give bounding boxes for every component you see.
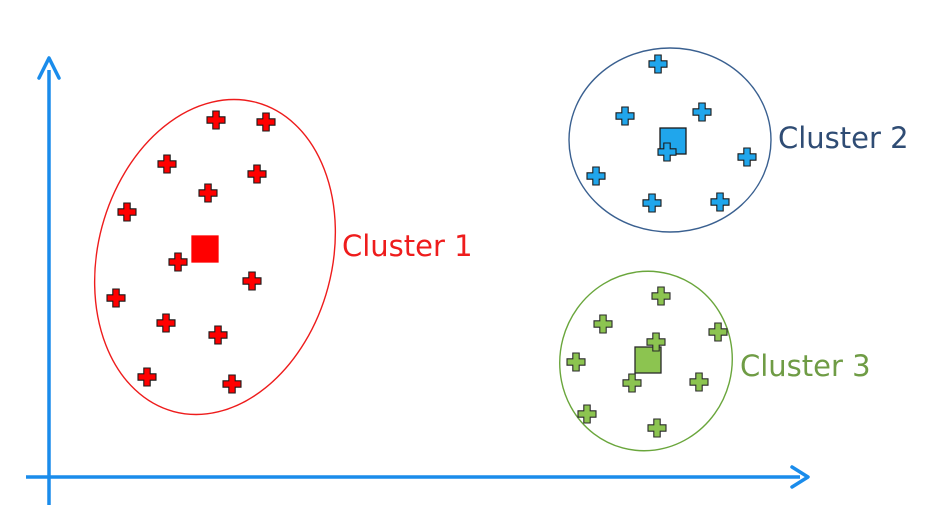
cluster-1-point-plus-icon xyxy=(137,367,157,387)
cluster-3-point-plus-icon xyxy=(593,314,613,334)
cluster-3-point-plus-icon xyxy=(647,418,667,438)
cluster-1-point-plus-icon xyxy=(256,112,276,132)
cluster-1-group: Cluster 1 xyxy=(93,98,473,416)
cluster-3-point-plus-icon xyxy=(689,372,709,392)
cluster-1-points xyxy=(106,110,276,394)
cluster-1-point-plus-icon xyxy=(208,325,228,345)
cluster-1-point-plus-icon xyxy=(198,183,218,203)
cluster-3-point-plus-icon xyxy=(622,373,642,393)
cluster-3-point-plus-icon xyxy=(708,322,728,342)
cluster-2-point-plus-icon xyxy=(642,193,662,213)
cluster-1-point-plus-icon xyxy=(106,288,126,308)
cluster-3-group: Cluster 3 xyxy=(559,270,871,452)
cluster-1-point-plus-icon xyxy=(206,110,226,130)
cluster-1-point-plus-icon xyxy=(222,374,242,394)
cluster-1-point-plus-icon xyxy=(168,252,188,272)
x-axis-arrow-head-icon xyxy=(790,465,810,489)
cluster-2-point-plus-icon xyxy=(648,54,668,74)
cluster-1-label: Cluster 1 xyxy=(342,229,473,263)
cluster-1-centroid-square-icon xyxy=(191,235,219,263)
cluster-2-point-plus-icon xyxy=(586,166,606,186)
cluster-1-point-plus-icon xyxy=(117,202,137,222)
cluster-2-boundary xyxy=(568,47,772,233)
cluster-2-point-plus-icon xyxy=(710,192,730,212)
y-axis-arrow-head-icon xyxy=(37,56,61,80)
axes xyxy=(26,56,810,505)
cluster-2-group: Cluster 2 xyxy=(568,47,909,233)
cluster-1-point-plus-icon xyxy=(157,154,177,174)
cluster-3-point-plus-icon xyxy=(566,352,586,372)
cluster-1-point-plus-icon xyxy=(242,271,262,291)
cluster-3-label: Cluster 3 xyxy=(740,349,871,383)
cluster-2-point-plus-icon xyxy=(737,147,757,167)
cluster-2-point-plus-icon xyxy=(615,106,635,126)
cluster-1-boundary xyxy=(93,98,337,416)
cluster-1-centroid xyxy=(191,235,219,263)
cluster-2-label: Cluster 2 xyxy=(778,121,909,155)
cluster-3-point-plus-icon xyxy=(651,286,671,306)
cluster-1-point-plus-icon xyxy=(156,313,176,333)
cluster-3-boundary xyxy=(559,270,733,452)
cluster-2-point-plus-icon xyxy=(692,102,712,122)
cluster-1-point-plus-icon xyxy=(247,164,267,184)
